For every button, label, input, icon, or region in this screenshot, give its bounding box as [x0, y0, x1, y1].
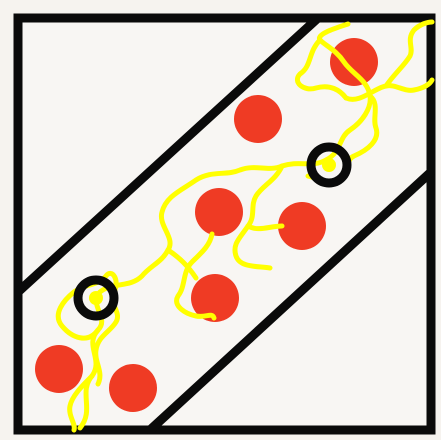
trail-segment: [245, 223, 285, 232]
trail-segment: [165, 247, 199, 281]
lane-lower-wall: [145, 167, 436, 435]
red-dot[interactable]: [195, 188, 243, 236]
red-dot[interactable]: [278, 202, 326, 250]
red-dot[interactable]: [234, 95, 282, 143]
portal-center: [322, 158, 336, 172]
portal[interactable]: [73, 275, 119, 321]
red-dot[interactable]: [191, 274, 239, 322]
lane-upper-wall: [13, 13, 323, 297]
red-dot[interactable]: [109, 364, 157, 412]
portal-center: [89, 291, 103, 305]
red-dots: [35, 38, 378, 412]
portal-ring-icon[interactable]: [73, 275, 119, 321]
trail-segment: [383, 19, 435, 89]
portal-ring-icon[interactable]: [306, 142, 352, 188]
trail-segment: [55, 270, 120, 387]
red-dot[interactable]: [330, 38, 378, 86]
trail-segment: [67, 373, 95, 433]
portal[interactable]: [306, 142, 352, 188]
trail-segment: [294, 37, 349, 101]
red-dot[interactable]: [35, 345, 83, 393]
trail-segment: [174, 231, 217, 321]
trail-segment: [343, 77, 435, 102]
